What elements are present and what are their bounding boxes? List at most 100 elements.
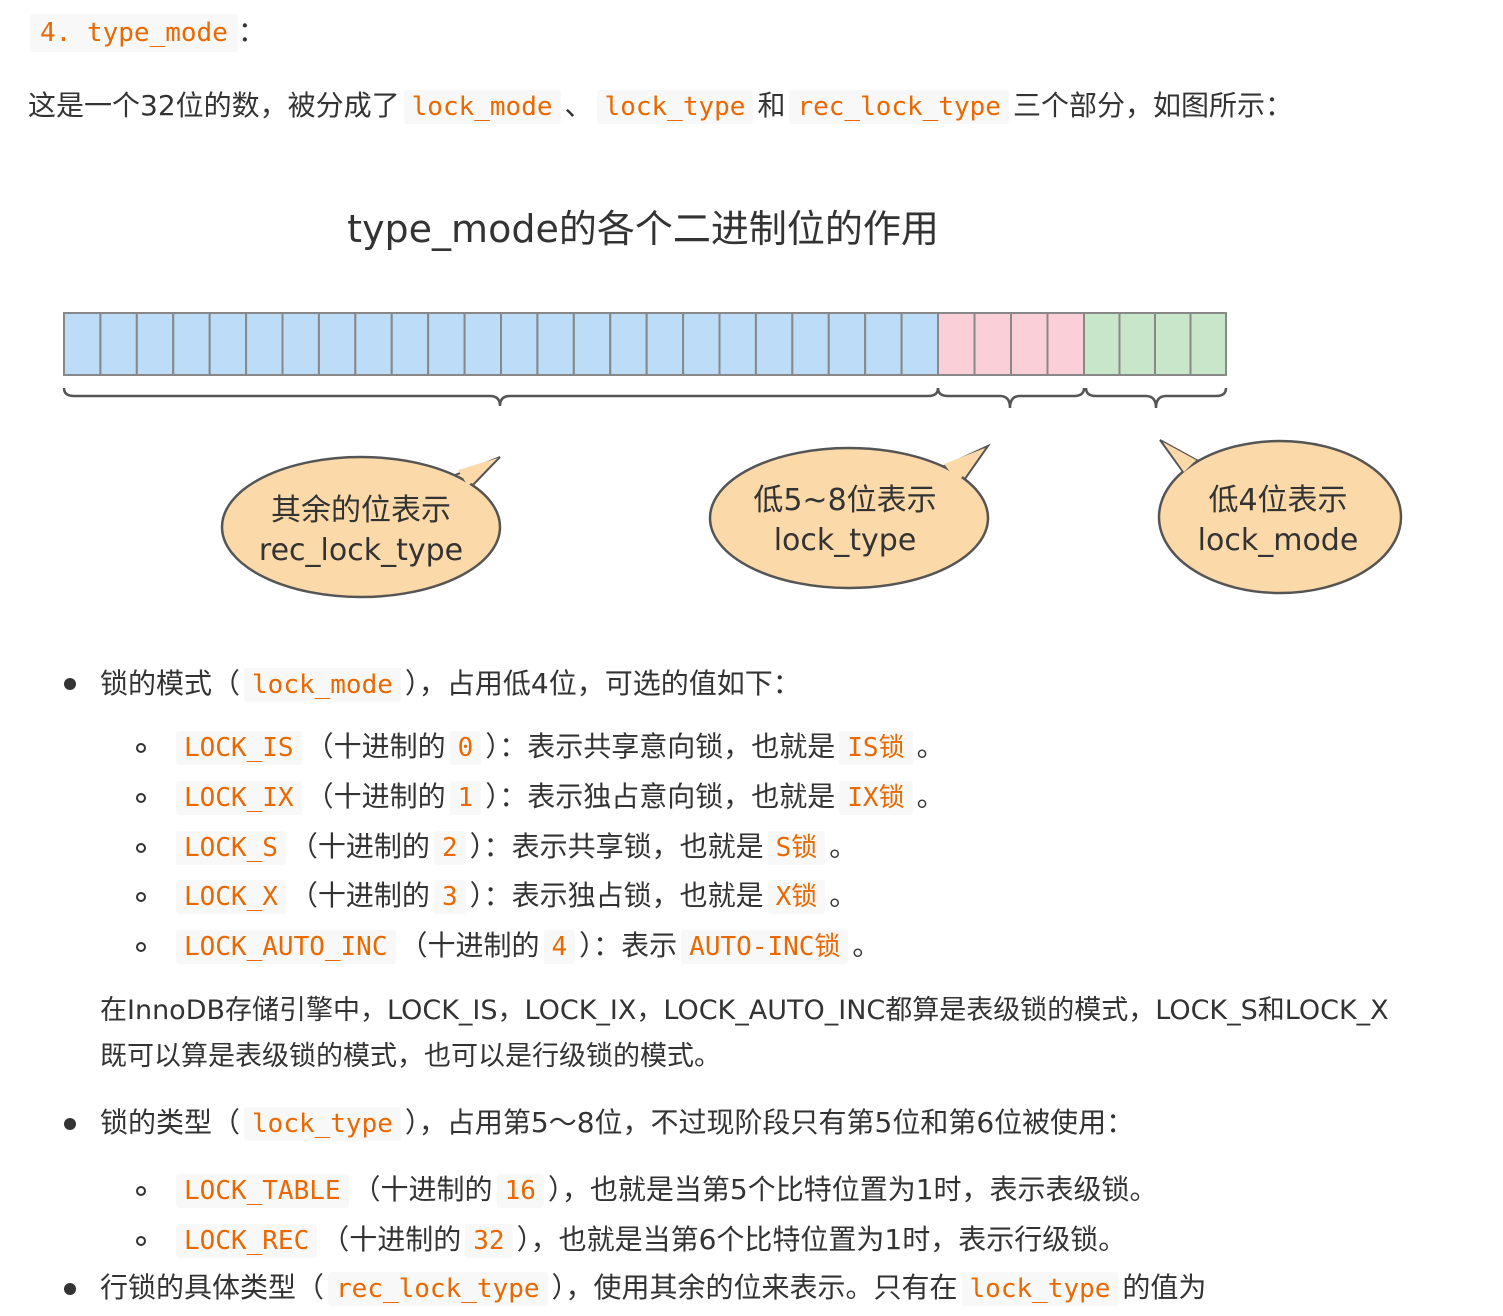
bit-cell (63, 312, 102, 376)
item-text: 。 (916, 780, 945, 813)
constant-name: LOCK_AUTO_INC (176, 930, 396, 964)
bit-cell (1189, 312, 1227, 376)
bit-cell (354, 312, 393, 376)
decimal-value: 0 (449, 731, 482, 765)
svg-text:低4位表示: 低4位表示 (1208, 483, 1347, 518)
svg-text:低5~8位表示: 低5~8位表示 (753, 483, 936, 518)
constant-name: LOCK_REC (176, 1224, 318, 1258)
decimal-value: 1 (449, 781, 482, 815)
bit-cell (536, 312, 575, 376)
constant-name: LOCK_TABLE (176, 1174, 349, 1208)
lock-tag: X锁 (767, 880, 826, 914)
item-text: （十进制的 (321, 1223, 462, 1256)
bit-cell (645, 312, 685, 376)
brace-lock-mode (1084, 387, 1228, 409)
decimal-value: 32 (465, 1224, 513, 1258)
lock-tag: IX锁 (839, 781, 913, 815)
heading-code: 4. type_mode (30, 14, 238, 52)
lock-mode-note: 在InnoDB存储引擎中，LOCK_IS，LOCK_IX，LOCK_AUTO_I… (100, 995, 1389, 1072)
bit-cell (500, 312, 539, 376)
bit-cell (1118, 312, 1156, 376)
inline-code: lock_type (961, 1272, 1119, 1306)
inline-code: lock_type (596, 90, 754, 124)
type-mode-figure: type_mode的各个二进制位的作用 其余的位表示 rec_lock_type… (0, 170, 1503, 620)
item-text: ），也就是当第6个比特位置为1时，表示行级锁。 (516, 1223, 1127, 1256)
item-text: 。 (852, 929, 881, 962)
svg-text:rec_lock_type: rec_lock_type (259, 533, 463, 568)
section-heading: 4. type_mode： (30, 10, 266, 55)
bit-cell (973, 312, 1012, 376)
inline-code: lock_type (244, 1107, 401, 1141)
bit-cell (135, 312, 175, 376)
lock-mode-lead: 锁的模式（lock_mode），占用低4位，可选的值如下： (100, 667, 801, 702)
item-text: （十进制的 (399, 929, 540, 962)
bullet (64, 1118, 76, 1130)
constant-name: LOCK_IS (176, 731, 302, 765)
bit-cell (427, 312, 466, 376)
inline-code: rec_lock_type (328, 1272, 548, 1306)
lock-tag: IS锁 (839, 731, 913, 765)
bullet (64, 678, 76, 690)
bit-cell (317, 312, 357, 376)
item-text: （十进制的 (352, 1173, 493, 1206)
bit-cell (1046, 312, 1085, 376)
bit-cell (900, 312, 939, 376)
svg-text:其余的位表示: 其余的位表示 (271, 493, 451, 528)
bit-cells (63, 312, 1227, 376)
inline-code: lock_mode (403, 90, 561, 124)
bit-cell (827, 312, 867, 376)
inline-code: rec_lock_type (789, 90, 1009, 124)
svg-text:lock_type: lock_type (774, 523, 917, 558)
bit-cell (208, 312, 248, 376)
sub-bullet (136, 892, 146, 902)
bit-cell (791, 312, 830, 376)
item-text: ）：表示 (579, 929, 678, 962)
sub-bullet (136, 1236, 146, 1246)
item-text: ），也就是当第5个比特位置为1时，表示表级锁。 (547, 1173, 1158, 1206)
item-text: ）：表示独占锁，也就是 (469, 879, 764, 912)
sub-bullet (136, 743, 146, 753)
constant-name: LOCK_IX (176, 781, 302, 815)
bit-cell (390, 312, 430, 376)
lock-tag: S锁 (767, 831, 826, 865)
bullet (64, 1283, 76, 1295)
sub-bullet (136, 843, 146, 853)
decimal-value: 2 (433, 831, 466, 865)
bit-cell (754, 312, 794, 376)
bubble-lock-type: 低5~8位表示 lock_type (708, 443, 991, 590)
constant-name: LOCK_S (176, 831, 286, 865)
item-text: ）：表示共享意向锁，也就是 (485, 730, 836, 763)
bit-cell (864, 312, 903, 376)
bit-cell (99, 312, 138, 376)
bit-cell (609, 312, 648, 376)
bit-cell (682, 312, 721, 376)
item-text: （十进制的 (289, 830, 430, 863)
sub-bullet (136, 793, 146, 803)
item-text: ）：表示独占意向锁，也就是 (485, 780, 836, 813)
item-text: 。 (829, 830, 858, 863)
bit-cell (1083, 312, 1121, 376)
item-text: （十进制的 (305, 780, 446, 813)
item-text: （十进制的 (289, 879, 430, 912)
bit-cell (245, 312, 284, 376)
bubble-lock-mode: 低4位表示 lock_mode (1157, 439, 1403, 595)
bubble-rec-lock-type: 其余的位表示 rec_lock_type (220, 455, 502, 599)
decimal-value: 3 (433, 880, 466, 914)
lock-tag: AUTO-INC锁 (681, 930, 849, 964)
bit-cell (718, 312, 757, 376)
figure-title: type_mode的各个二进制位的作用 (347, 207, 939, 251)
item-text: （十进制的 (305, 730, 446, 763)
decimal-value: 4 (543, 930, 576, 964)
bit-cell (1154, 312, 1192, 376)
constant-name: LOCK_X (176, 880, 286, 914)
item-text: 。 (916, 730, 945, 763)
brace-rec-lock-type (62, 387, 940, 407)
bit-cell (572, 312, 612, 376)
